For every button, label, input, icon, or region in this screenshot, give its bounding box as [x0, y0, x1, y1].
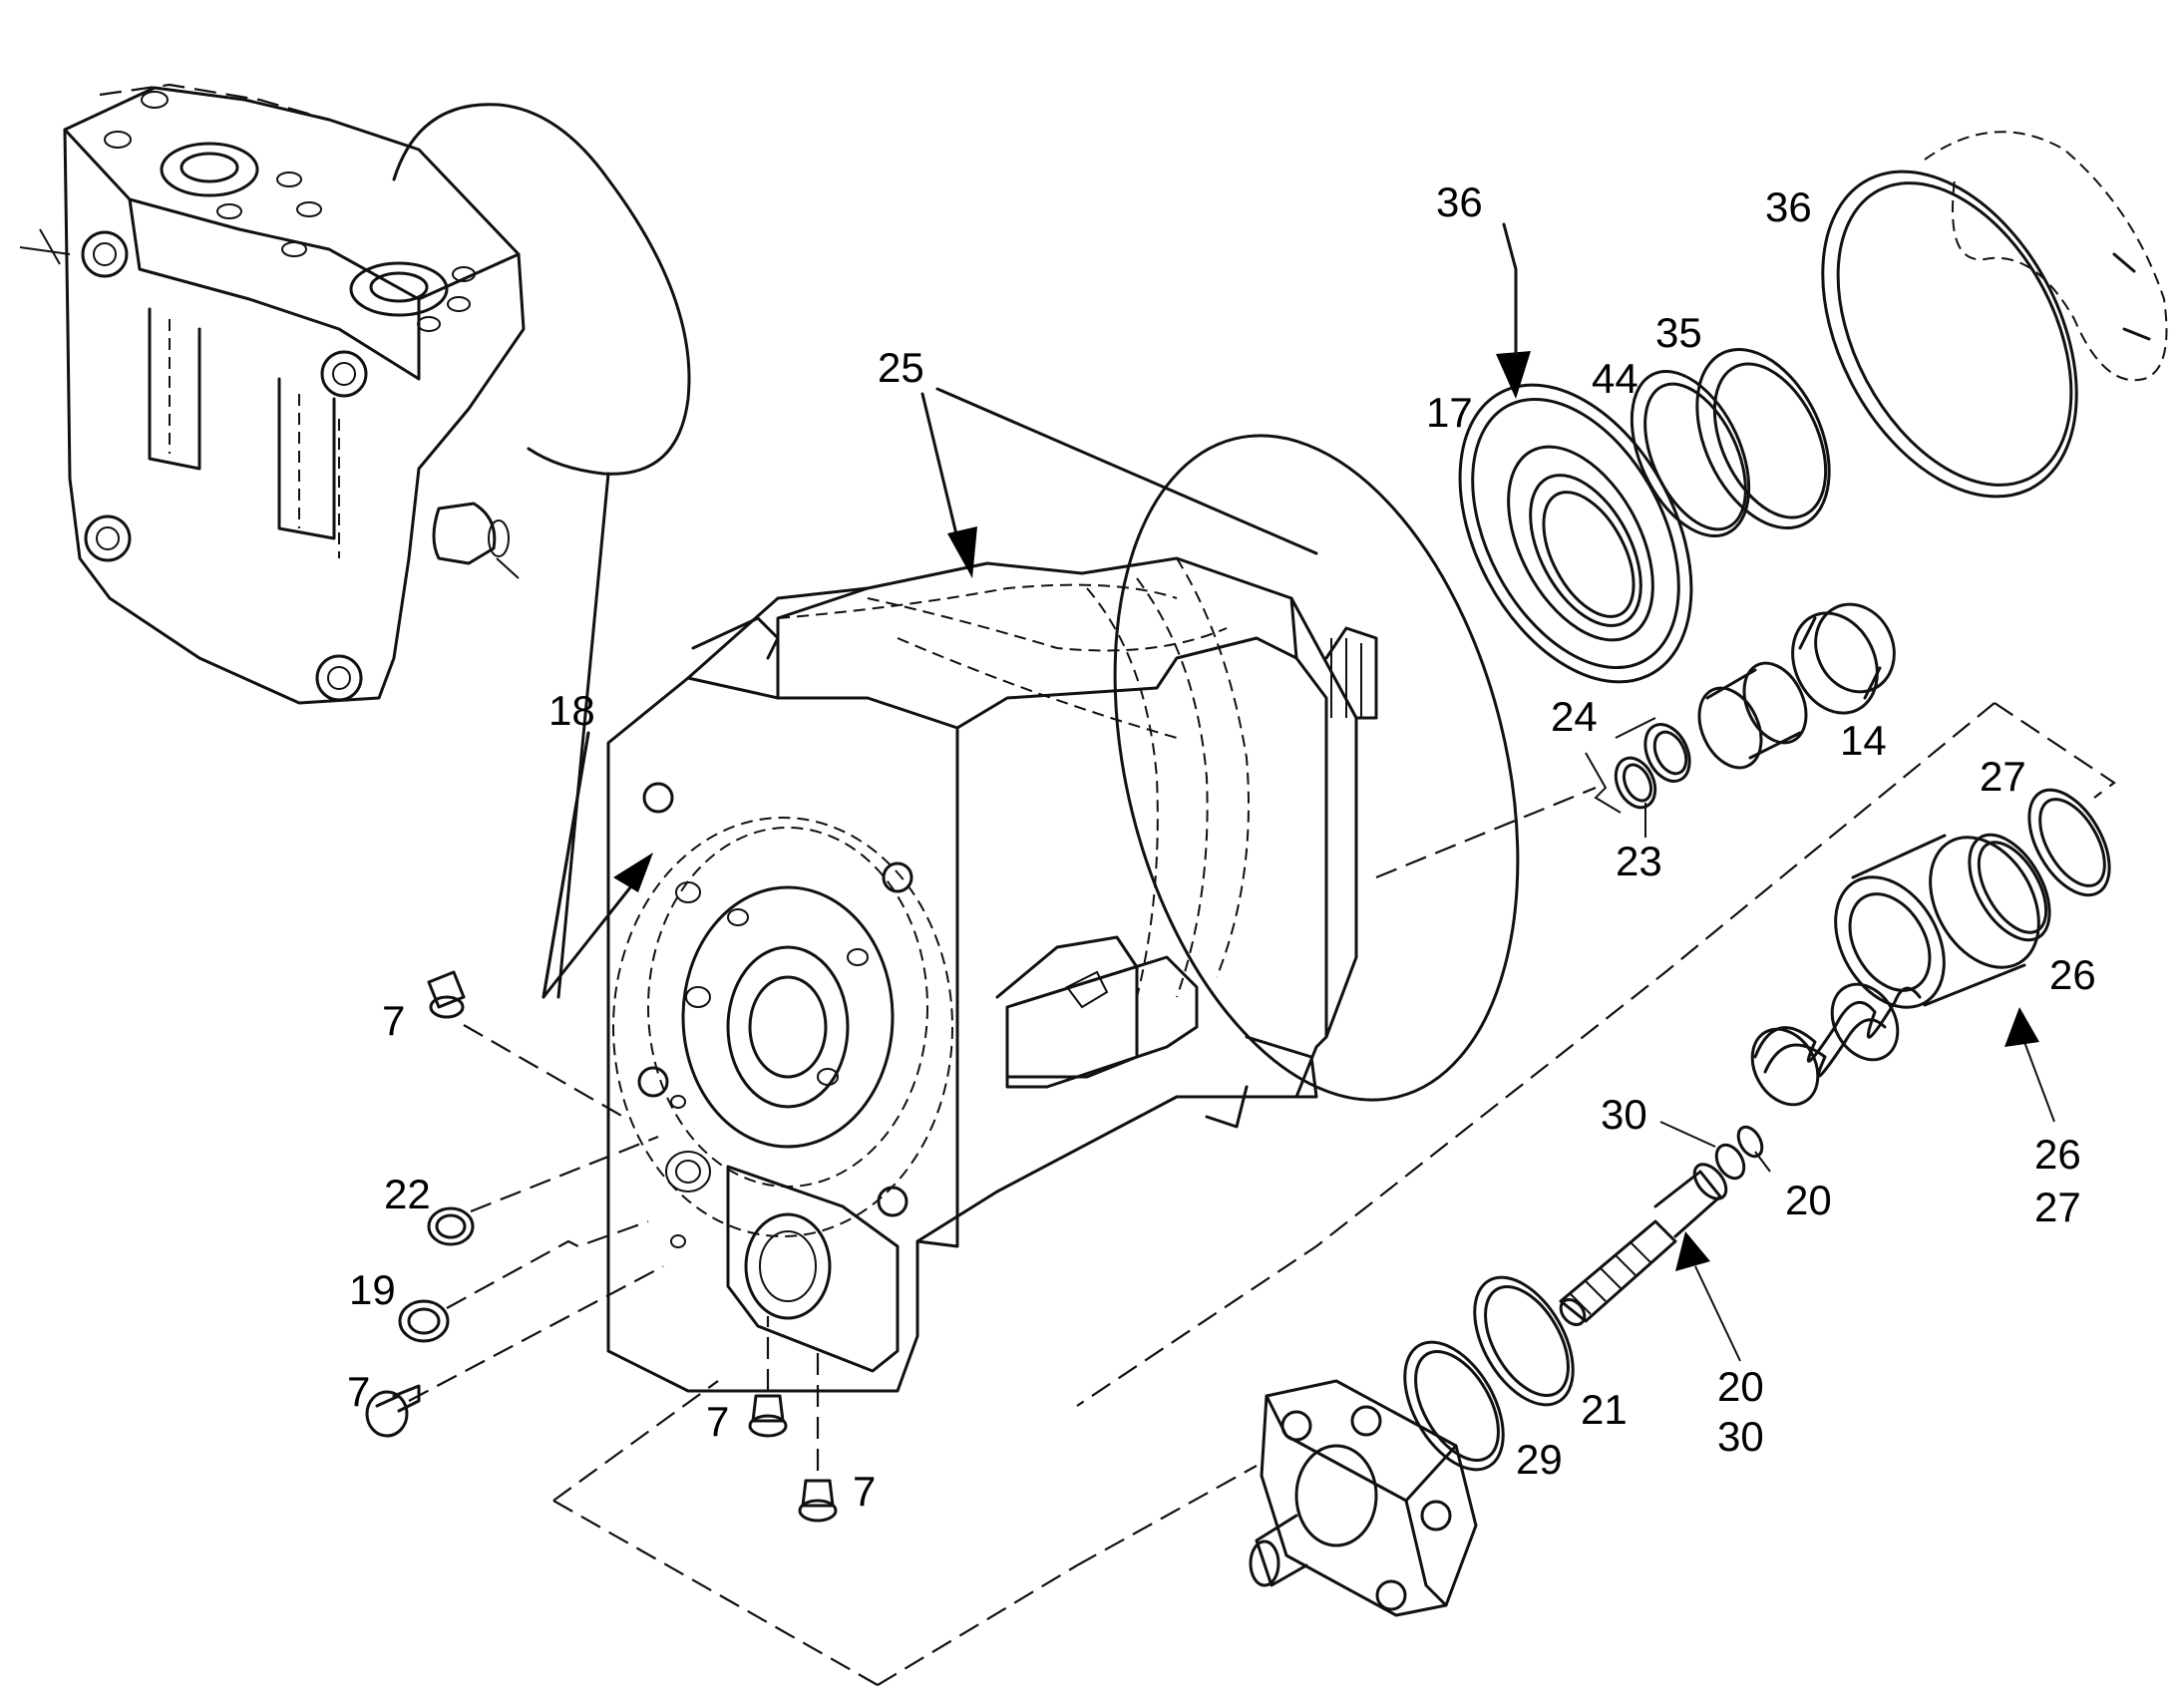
callout-22: 22 [384, 1171, 431, 1217]
shaft-seal-17 [1458, 383, 1693, 684]
plug-7-c [798, 1479, 838, 1523]
callout-30-a: 30 [1601, 1091, 1647, 1138]
ring-27-top [2027, 788, 2111, 897]
retaining-ring-36 [1821, 170, 2078, 499]
callout-20-a: 20 [1785, 1177, 1832, 1223]
plug-7-a [427, 970, 466, 1019]
callout-19: 19 [349, 1266, 396, 1313]
callout-17: 17 [1426, 389, 1473, 436]
o-ring-21 [1473, 1275, 1575, 1407]
callout-21: 21 [1581, 1386, 1628, 1433]
o-ring-23 [1614, 756, 1657, 810]
callout-24: 24 [1551, 693, 1598, 740]
callout-14: 14 [1840, 717, 1887, 764]
ring-44 [1630, 369, 1751, 538]
ring-26-top [1968, 833, 2051, 942]
plug-14 [1791, 602, 1896, 715]
callout-27-top: 27 [1980, 753, 2026, 800]
callout-36-seal: 36 [1436, 178, 1483, 225]
callout-7-c: 7 [706, 1398, 729, 1445]
assembly-lines [99, 83, 2116, 1686]
callout-26-top: 26 [2049, 951, 2096, 998]
callout-25: 25 [878, 344, 924, 391]
valve-spool [1834, 834, 2040, 1009]
leader-lines [542, 222, 2055, 1362]
ring-35 [1695, 347, 1831, 530]
callout-29: 29 [1516, 1436, 1563, 1483]
callout-26-bottom: 26 [2034, 1131, 2081, 1178]
port-block-housing [19, 86, 526, 705]
plug-7-b [748, 1394, 788, 1438]
callout-35: 35 [1655, 309, 1702, 356]
adjusting-screw [1559, 1163, 1728, 1327]
sleeve [1697, 661, 1808, 770]
callout-labels: 36 36 35 44 17 25 18 24 14 23 27 26 26 2… [347, 178, 2096, 1515]
o-ring-30-small [1714, 1143, 1746, 1181]
callout-23: 23 [1616, 838, 1662, 884]
o-ring-19 [398, 1299, 450, 1343]
callout-30-b: 30 [1717, 1413, 1764, 1460]
o-ring-24 [1643, 723, 1691, 783]
o-ring-22 [427, 1206, 475, 1246]
valve-cover [1249, 1379, 1478, 1617]
spring [1750, 982, 1922, 1107]
pump-housing [606, 556, 1378, 1393]
callout-7-b: 7 [347, 1368, 370, 1415]
callout-7-d: 7 [853, 1468, 876, 1515]
callout-7-a: 7 [382, 997, 405, 1044]
screw-7 [365, 1384, 421, 1438]
snap-ring-36 [1924, 131, 2168, 382]
callout-27-bottom: 27 [2034, 1184, 2081, 1230]
callout-20-b: 20 [1717, 1363, 1764, 1410]
o-ring-29 [1403, 1340, 1505, 1472]
o-ring-large-18 [392, 103, 691, 476]
callout-18: 18 [548, 687, 595, 734]
o-ring-housing-25 [1113, 434, 1520, 1102]
callout-36-ring: 36 [1765, 183, 1812, 230]
callout-44: 44 [1592, 355, 1638, 402]
